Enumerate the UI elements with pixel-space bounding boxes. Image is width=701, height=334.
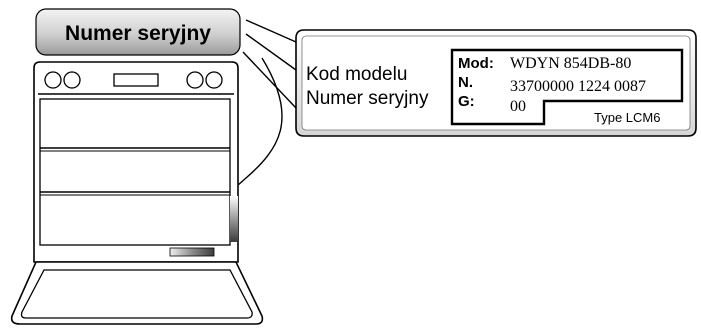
mod-label: Mod: [458,55,494,72]
serial-number-header: Numer seryjny [35,8,241,56]
model-code-label: Kod modelu [306,64,407,85]
g-label: G: [458,93,475,110]
callout-panel: Kod modelu Numer seryjny Mod: WDYN 854DB… [295,29,697,137]
rating-plate: Mod: WDYN 854DB-80 N. 33700000 1224 0087… [450,48,684,126]
n-value: 33700000 1224 0087 [510,78,646,95]
knob-icon [186,71,204,89]
mod-value: WDYN 854DB-80 [510,55,631,72]
n-label: N. [458,74,473,91]
display-panel [113,73,159,87]
dishwasher-illustration [10,61,264,325]
rating-plate-location [169,247,215,257]
knob-icon [205,71,223,89]
g-value: 00 [510,98,526,115]
knob-icon [63,71,81,89]
serial-number-label: Numer seryjny [306,88,429,109]
serial-number-header-label: Numer seryjny [65,22,211,45]
knob-icon [44,71,62,89]
type-text: Type LCM6 [594,110,660,125]
